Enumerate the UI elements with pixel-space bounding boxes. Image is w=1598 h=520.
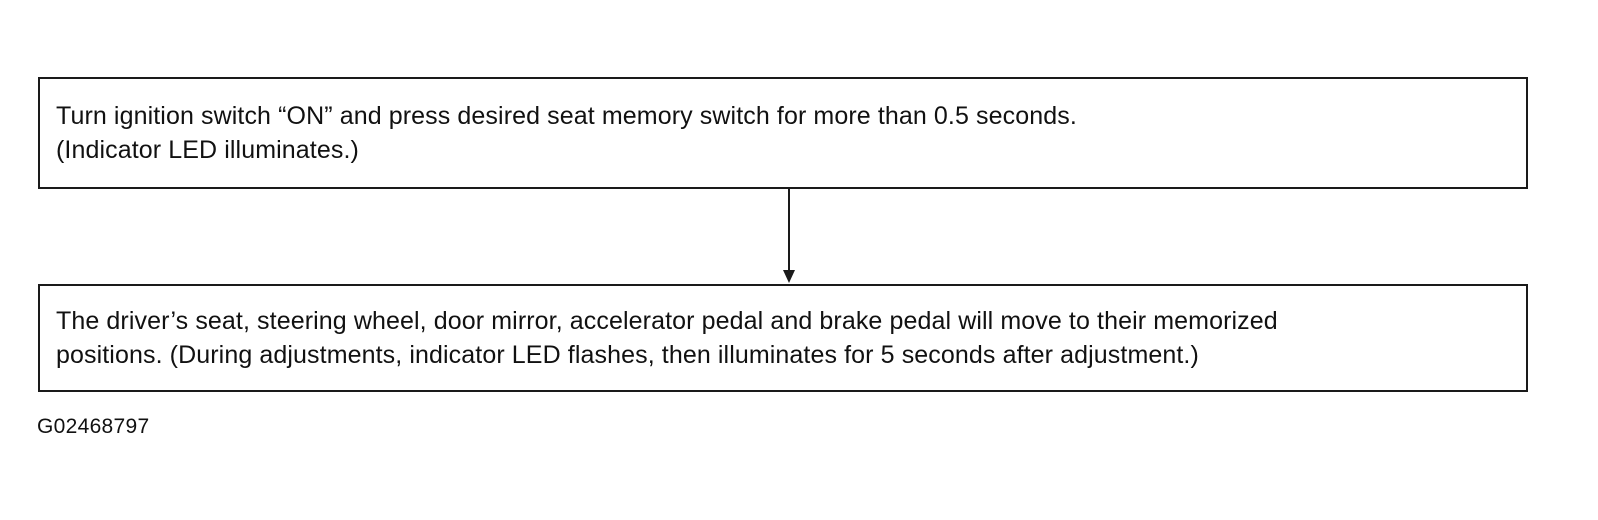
step-1-text-line-1: Turn ignition switch “ON” and press desi… bbox=[56, 102, 1077, 130]
figure-id: G02468797 bbox=[37, 415, 150, 438]
step-2-box: The driver’s seat, steering wheel, door … bbox=[38, 284, 1528, 392]
step-1-text-line-2: (Indicator LED illuminates.) bbox=[56, 136, 359, 164]
flow-arrow-head bbox=[783, 270, 795, 283]
flow-arrow bbox=[783, 189, 795, 283]
step-1-box: Turn ignition switch “ON” and press desi… bbox=[38, 77, 1528, 189]
step-2-text-line-2: positions. (During adjustments, indicato… bbox=[56, 341, 1199, 369]
step-2-text-line-1: The driver’s seat, steering wheel, door … bbox=[56, 307, 1278, 335]
